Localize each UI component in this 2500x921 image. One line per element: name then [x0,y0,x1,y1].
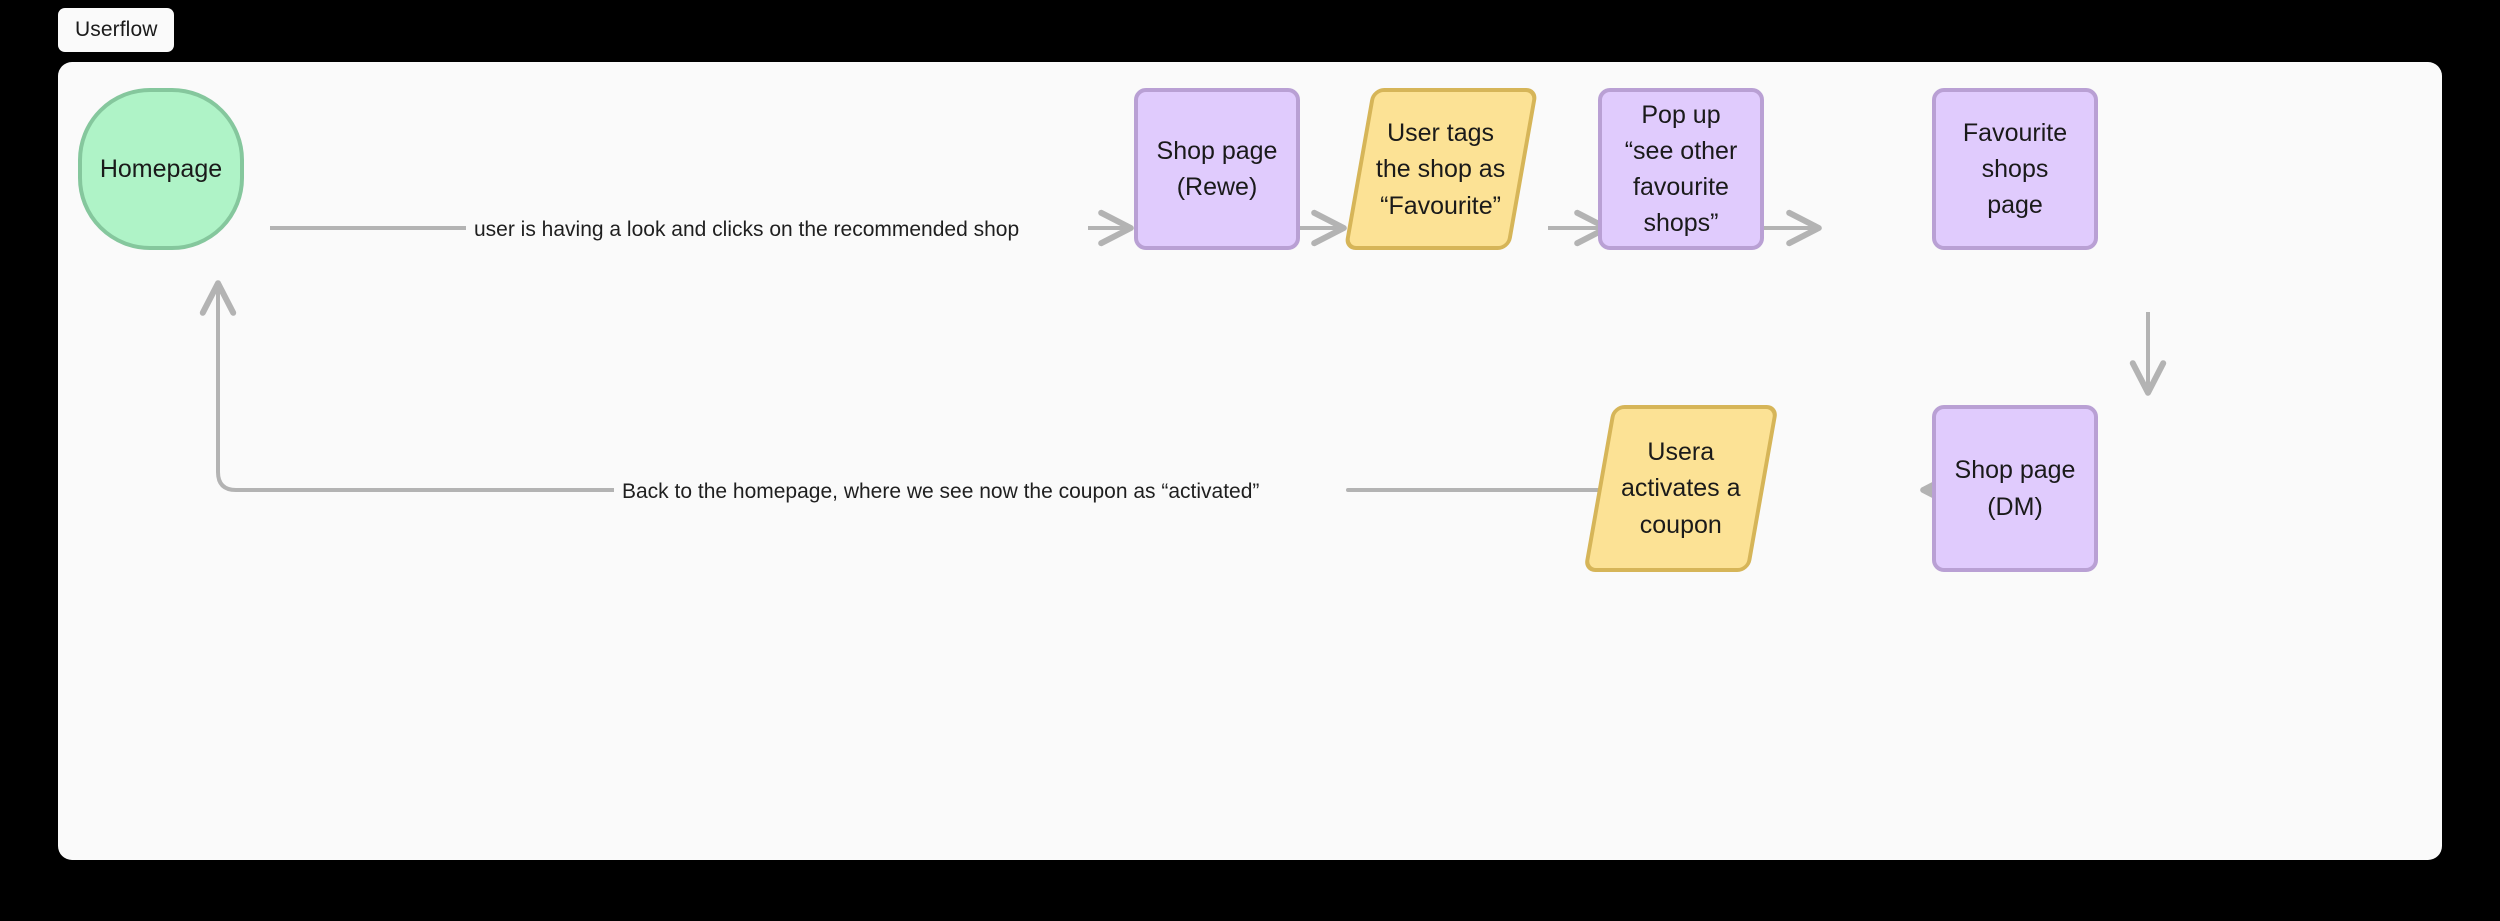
edge-activate-coupon-to-homepage-left [199,280,850,492]
node-favourite-shops-page-label: Favourite shops page [1962,118,2068,220]
edge-label-homepage-to-shop-rewe: user is having a look and clicks on the … [466,219,1028,240]
node-user-tags-favourite-label: User tags the shop as “Favourite” [1376,118,1506,220]
node-homepage[interactable]: Homepage [78,88,244,250]
edge-label-activate-coupon-to-homepage: Back to the homepage, where we see now t… [614,481,1268,502]
node-user-activates-coupon[interactable]: Usera activates a coupon [1583,405,1779,572]
tab-userflow[interactable]: Userflow [58,8,175,52]
node-shop-page-dm[interactable]: Shop page (DM) [1932,405,2098,572]
node-shop-page-dm-label: Shop page (DM) [1954,456,2076,521]
node-popup-see-other-favourite-shops-label: Pop up “see other favourite shops” [1624,100,1738,238]
node-shop-page-rewe[interactable]: Shop page (Rewe) [1134,88,1300,250]
node-user-tags-favourite[interactable]: User tags the shop as “Favourite” [1343,88,1539,250]
node-favourite-shops-page[interactable]: Favourite shops page [1932,88,2098,250]
diagram-canvas[interactable]: Homepage Shop page (Rewe) User tags the … [58,62,2442,860]
node-shop-page-rewe-label: Shop page (Rewe) [1156,136,1278,201]
node-user-activates-coupon-label: Usera activates a coupon [1621,438,1741,539]
node-popup-see-other-favourite-shops[interactable]: Pop up “see other favourite shops” [1598,88,1764,250]
node-homepage-label: Homepage [99,154,223,183]
